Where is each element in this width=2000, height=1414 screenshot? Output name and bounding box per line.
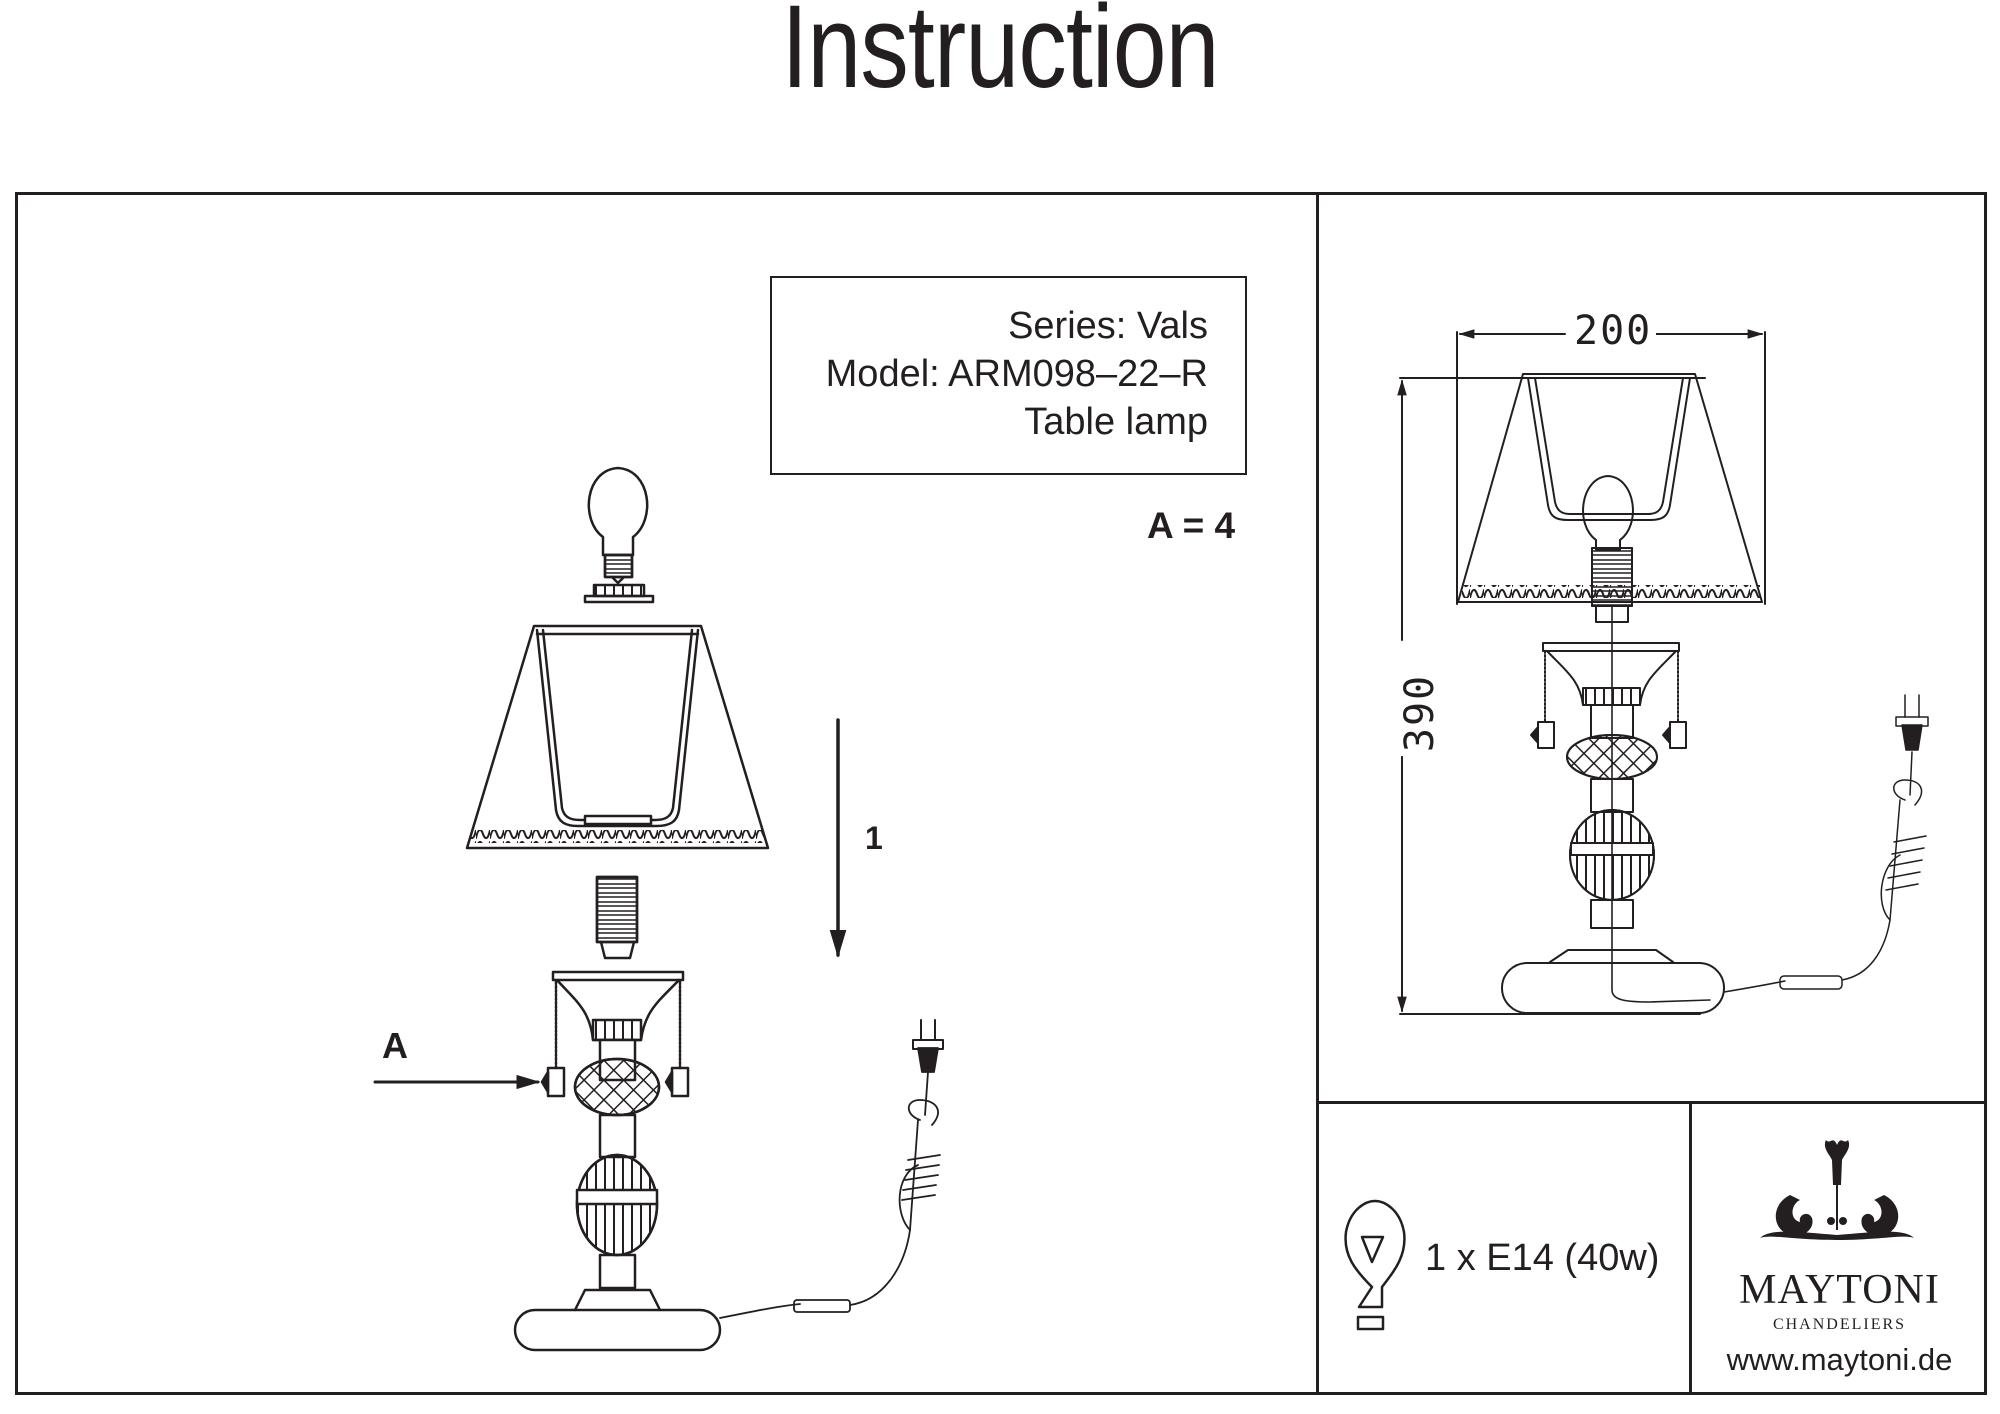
assembled-lamp-icon — [1457, 373, 1763, 1014]
frame-divider-horizontal — [1316, 1101, 1987, 1104]
lamp-body-icon — [513, 875, 722, 1352]
bulb-spec-label: 1 x E14 (40w) — [1425, 1237, 1660, 1279]
light-bulb-icon — [587, 466, 649, 585]
brand-subtitle: CHANDELIERS — [1772, 1316, 1907, 1333]
document-title: Instruction — [781, 0, 1219, 113]
power-plug-icon — [912, 1019, 944, 1050]
model-label: Model: ARM098–22–R — [825, 353, 1208, 395]
series-label: Series: Vals — [1008, 305, 1208, 347]
shade-ring-icon — [583, 583, 655, 604]
product-type-label: Table lamp — [1024, 401, 1208, 443]
frame-divider-footer — [1689, 1101, 1692, 1395]
brand-name: MAYTONI — [1739, 1267, 1940, 1313]
dimension-height-line — [1397, 377, 1706, 1015]
power-cord-icon — [719, 1047, 941, 1319]
frame-divider-vertical — [1316, 192, 1319, 1395]
light-bulb-icon — [1344, 1199, 1406, 1331]
chandelier-ornament-icon — [1760, 1140, 1914, 1240]
step-number-label: 1 — [865, 820, 883, 856]
crystal-quantity-label: A = 4 — [1147, 505, 1236, 546]
width-dimension-label: 200 — [1570, 308, 1657, 354]
crystal-pendant-right-icon — [664, 980, 690, 1098]
assembled-cord-icon — [1723, 694, 1929, 993]
brand-block: MAYTONI CHANDELIERS www.maytoni.de — [1692, 1104, 1987, 1395]
crystal-part-label: A — [382, 1025, 408, 1066]
drawing-frame — [15, 192, 1987, 1395]
crystal-pendant-left-icon — [540, 980, 566, 1098]
brand-website-link[interactable]: www.maytoni.de — [1726, 1342, 1953, 1377]
lamp-shade-icon — [465, 624, 770, 850]
height-dimension-label: 390 — [1397, 669, 1444, 757]
product-info-box: Series: Vals Model: ARM098–22–R Table la… — [770, 276, 1247, 475]
